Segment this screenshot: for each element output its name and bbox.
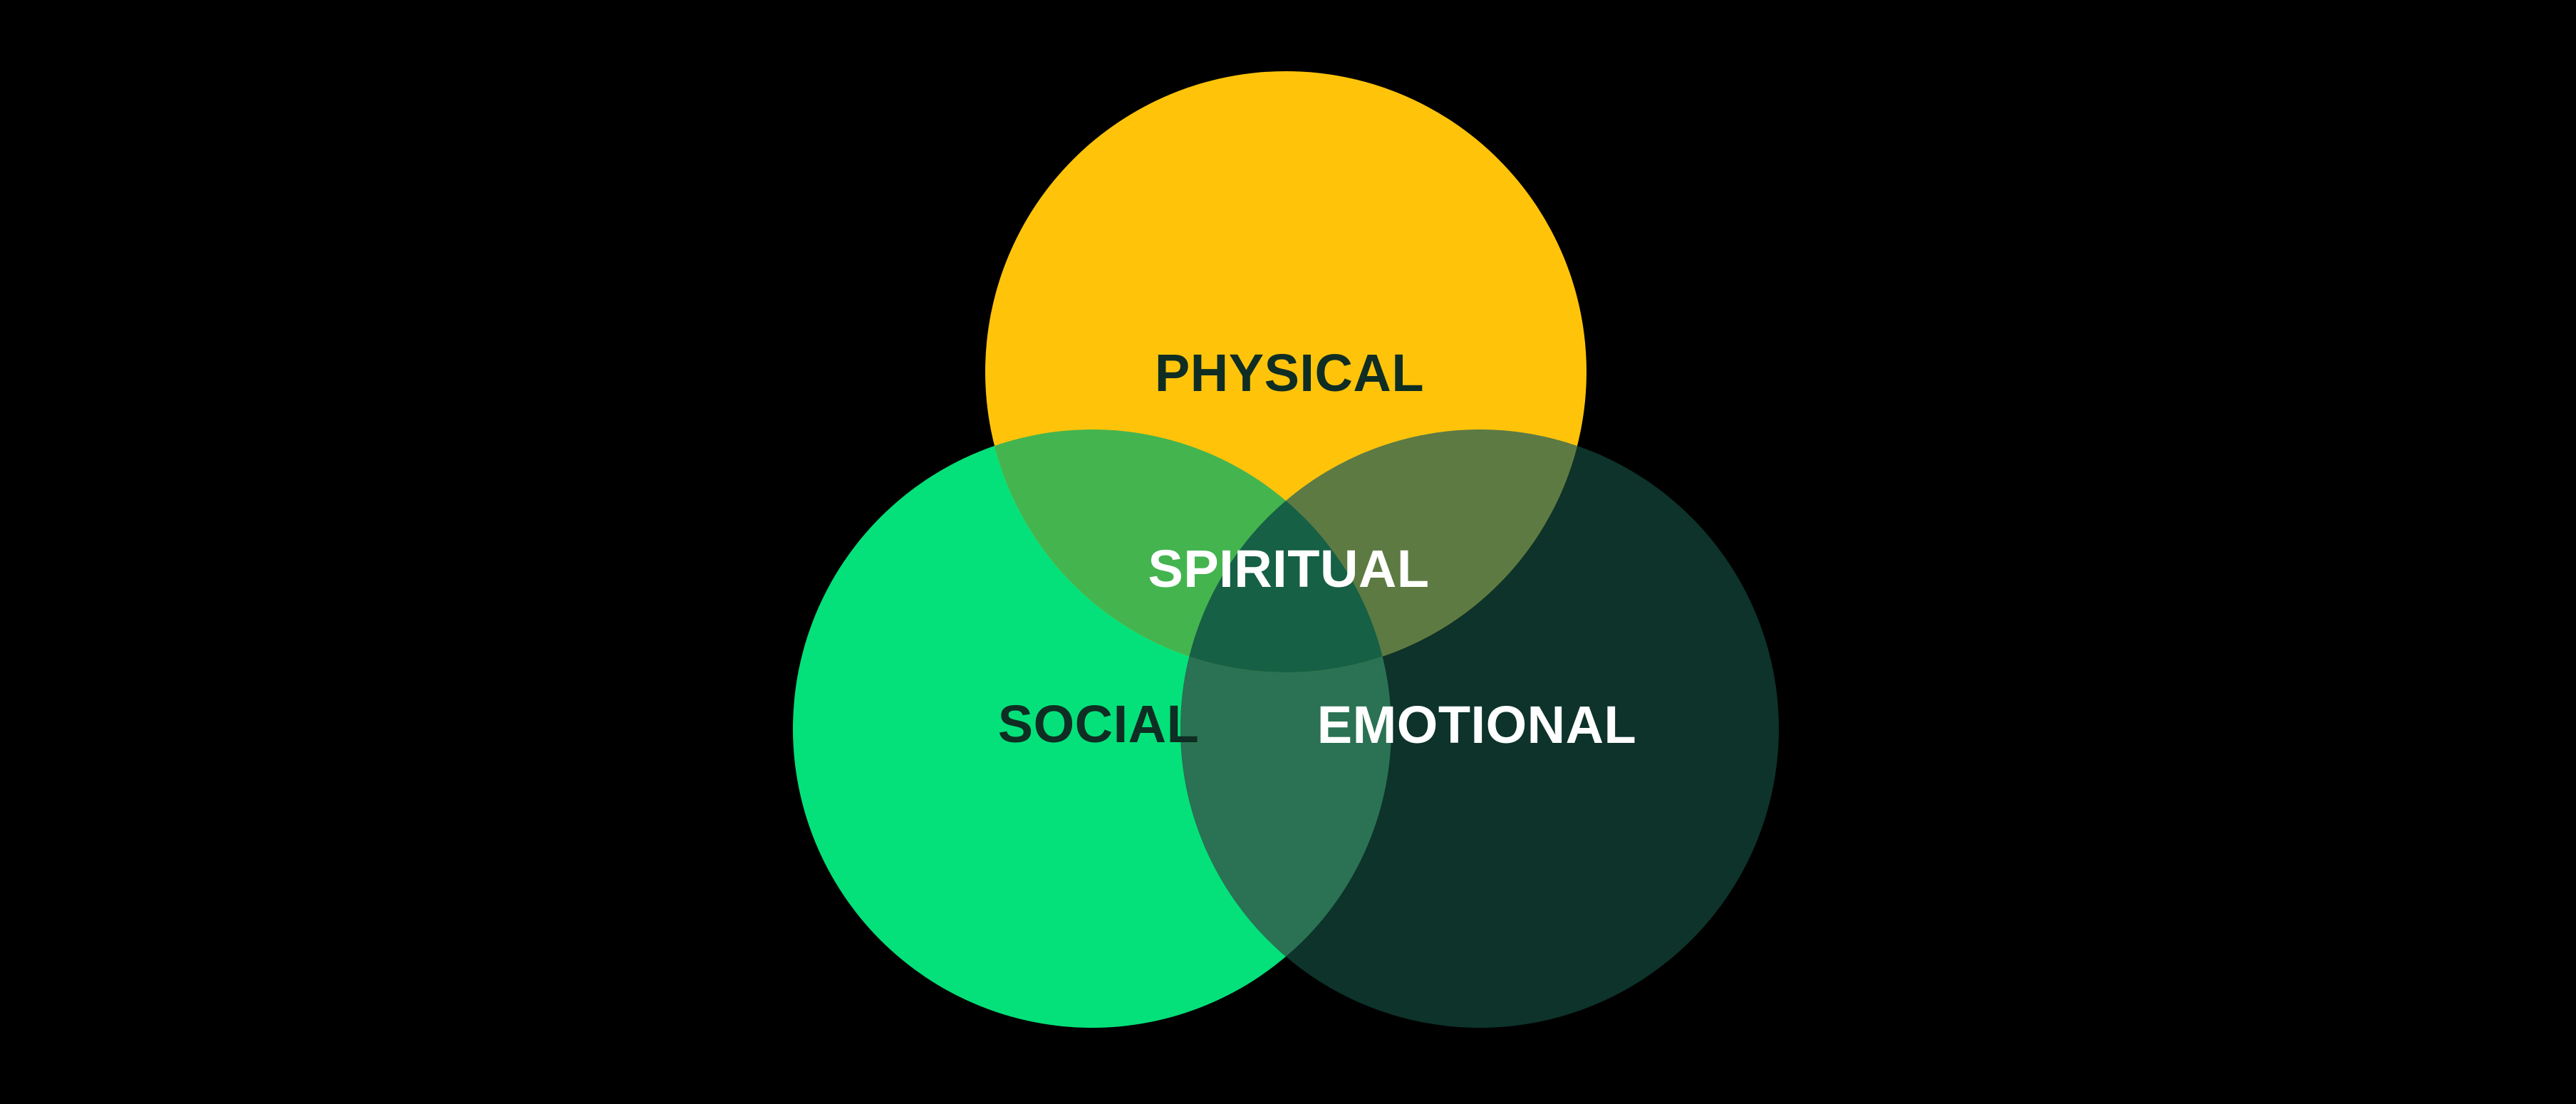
physical-label: PHYSICAL [1155,343,1424,402]
emotional-label: EMOTIONAL [1317,695,1636,754]
spiritual-label: SPIRITUAL [1148,539,1429,598]
social-label: SOCIAL [998,694,1200,754]
